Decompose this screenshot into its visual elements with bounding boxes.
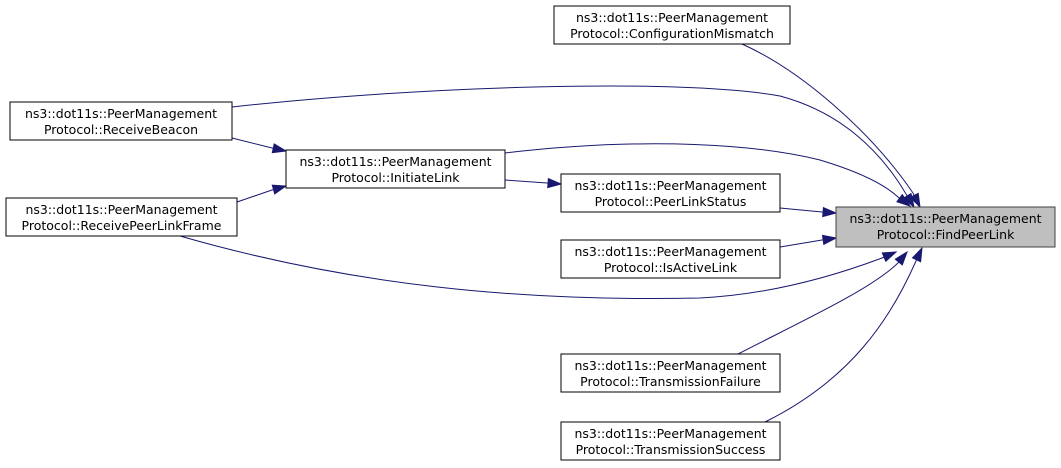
node-initiate-link[interactable]: ns3::dot11s::PeerManagement Protocol::In… [285,149,506,189]
arrowhead-icon [909,192,921,209]
node-transmission-failure[interactable]: ns3::dot11s::PeerManagement Protocol::Tr… [560,353,781,393]
edge-receive-beacon-to-initiate-link [231,137,288,154]
arrowhead-icon [271,184,288,195]
node-line2: Protocol::ReceiveBeacon [44,122,198,137]
node-line2: Protocol::ConfigurationMismatch [570,26,774,41]
arrowhead-icon [547,177,563,189]
edge-peer-link-status-to-find-peer-link [779,206,838,218]
node-is-active-link[interactable]: ns3::dot11s::PeerManagement Protocol::Is… [560,239,781,279]
node-line1: ns3::dot11s::PeerManagement [574,178,766,193]
node-line2: Protocol::FindPeerLink [877,227,1015,242]
edge-initiate-link-to-find-peer-link [504,143,912,207]
arrowhead-icon [894,250,908,266]
edge-receive-peer-link-frame-to-initiate-link [236,184,288,203]
node-line2: Protocol::ReceivePeerLinkFrame [22,218,222,233]
arrowhead-icon [881,251,898,263]
node-line1: ns3::dot11s::PeerManagement [574,358,766,373]
edge-transmission-failure-to-find-peer-link [737,250,908,355]
edge-initiate-link-to-peer-link-status [504,177,563,189]
node-line1: ns3::dot11s::PeerManagement [299,154,491,169]
arrowhead-icon [822,206,838,218]
node-line2: Protocol::InitiateLink [331,170,460,185]
arrowhead-icon [271,143,288,154]
edge-configuration-mismatch-to-find-peer-link [741,43,921,209]
node-line1: ns3::dot11s::PeerManagement [574,244,766,259]
node-line1: ns3::dot11s::PeerManagement [849,211,1041,226]
arrowhead-icon [902,192,915,209]
edge-is-active-link-to-find-peer-link [779,234,838,248]
node-line2: Protocol::IsActiveLink [604,260,738,275]
arrowhead-icon [911,246,923,263]
node-line2: Protocol::TransmissionFailure [580,374,761,389]
edge-transmission-success-to-find-peer-link [764,246,923,423]
node-find-peer-link[interactable]: ns3::dot11s::PeerManagement Protocol::Fi… [835,206,1056,248]
graph-edges [179,43,923,423]
node-transmission-success[interactable]: ns3::dot11s::PeerManagement Protocol::Tr… [560,421,781,461]
node-line1: ns3::dot11s::PeerManagement [25,106,217,121]
arrowhead-icon [896,193,912,207]
edge-receive-beacon-to-find-peer-link [231,85,915,209]
node-receive-beacon[interactable]: ns3::dot11s::PeerManagement Protocol::Re… [9,101,233,141]
node-peer-link-status[interactable]: ns3::dot11s::PeerManagement Protocol::Pe… [560,173,781,213]
node-line1: ns3::dot11s::PeerManagement [574,426,766,441]
node-line1: ns3::dot11s::PeerManagement [25,202,217,217]
edge-receive-peer-link-frame-to-find-peer-link [179,235,898,300]
node-receive-peer-link-frame[interactable]: ns3::dot11s::PeerManagement Protocol::Re… [5,197,238,237]
node-configuration-mismatch[interactable]: ns3::dot11s::PeerManagement Protocol::Co… [553,5,791,45]
node-line1: ns3::dot11s::PeerManagement [576,10,768,25]
node-line2: Protocol::TransmissionSuccess [576,442,766,457]
node-line2: Protocol::PeerLinkStatus [595,194,747,209]
arrowhead-icon [821,234,838,246]
